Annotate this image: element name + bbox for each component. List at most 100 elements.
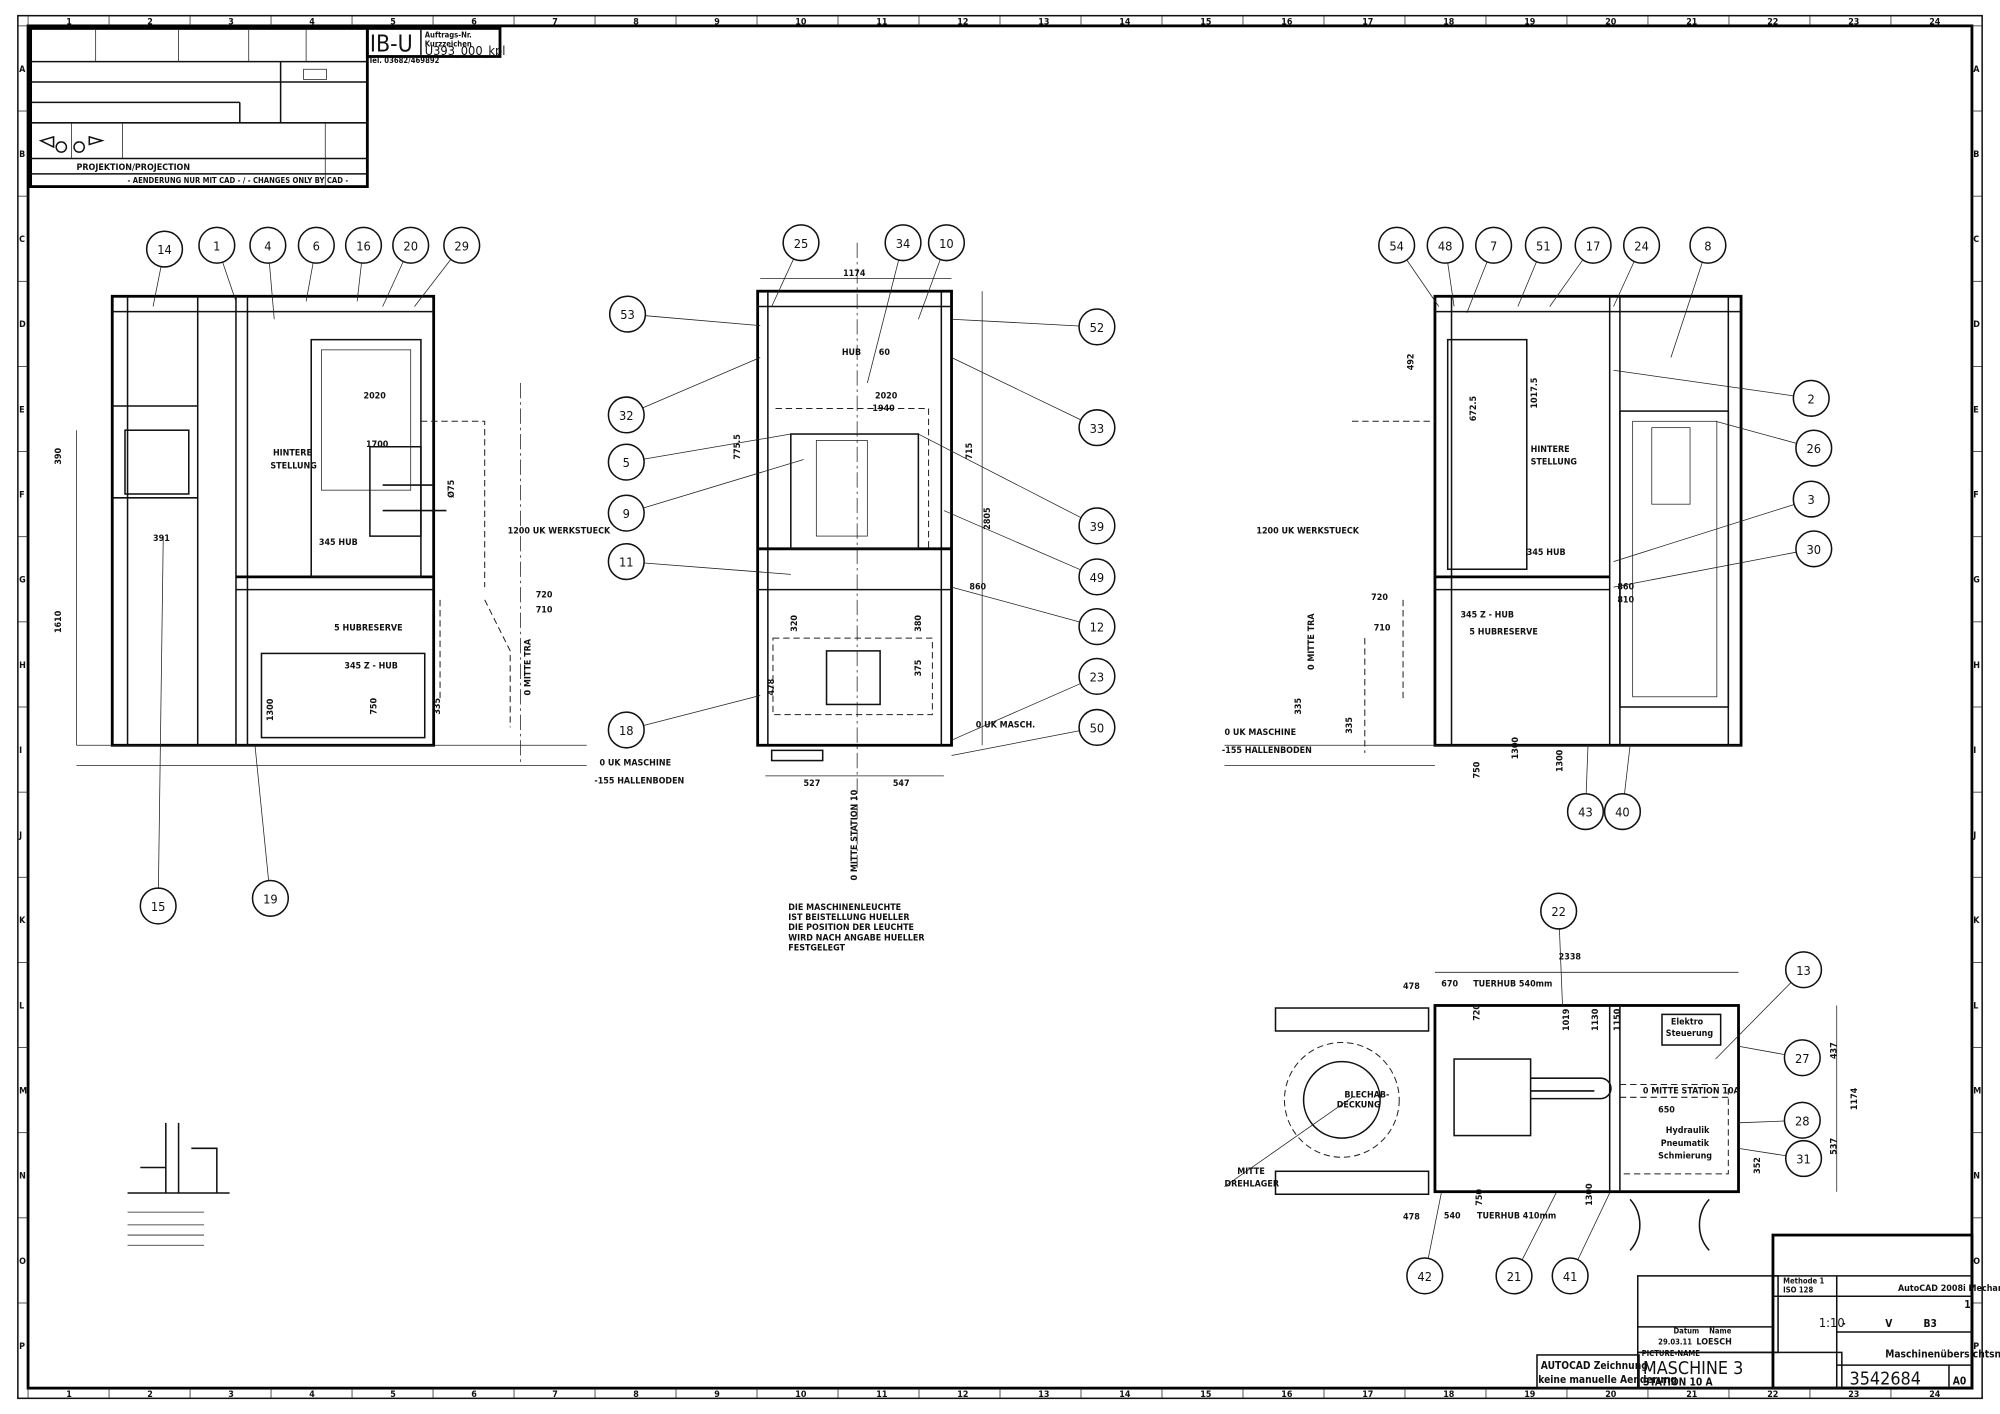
dimension-label: 710	[1374, 623, 1391, 633]
balloon-circle	[1792, 379, 1830, 417]
date: 29.03.11	[1658, 1338, 1692, 1347]
dimension-label: 1174	[843, 269, 866, 279]
dimension-label: 1019	[1562, 1008, 1572, 1031]
dimension-label: HINTERE	[273, 449, 312, 459]
dimension-label: 1017.5	[1530, 377, 1540, 408]
drawing-number: 3542684	[1849, 1368, 1920, 1389]
row-label: I	[1973, 746, 1976, 756]
row-label: G	[1973, 576, 1980, 586]
balloon-number: 43	[1578, 806, 1593, 821]
column-label: 1	[66, 18, 72, 28]
dimension-label: 0 UK MASCHINE	[1224, 728, 1296, 738]
balloon-circle	[344, 226, 383, 264]
balloon-53: 53	[608, 295, 761, 333]
balloon-27: 27	[1738, 1039, 1821, 1077]
dimension-label: 1200 UK WERKSTUECK	[1256, 527, 1359, 537]
balloon-number: 50	[1090, 722, 1105, 737]
balloon-circle	[607, 711, 645, 749]
row-label: H	[1973, 661, 1980, 671]
leader-line	[254, 746, 269, 881]
leader-line	[305, 262, 314, 302]
column-label: 16	[1281, 18, 1293, 28]
dimension-label: 715	[965, 442, 975, 459]
column-label: 8	[633, 1390, 639, 1400]
dimension-label: 720	[536, 590, 553, 600]
leader-line	[1738, 1120, 1785, 1124]
row-label: J	[18, 831, 22, 841]
dimension-label: DECKUNG	[1337, 1101, 1381, 1111]
leader-line	[643, 695, 761, 726]
dimension-label: 345 Z - HUB	[344, 662, 398, 672]
column-label: 12	[957, 1390, 968, 1400]
leader-line	[771, 258, 794, 307]
column-label: 3	[228, 1390, 234, 1400]
row-label: F	[1973, 490, 1978, 500]
dimension-label: 478	[767, 678, 777, 695]
dimension-label: 345 Z - HUB	[1460, 611, 1514, 621]
balloon-circle	[884, 224, 922, 262]
balloon-number: 14	[157, 243, 172, 258]
dimension-label: 2805	[983, 507, 993, 530]
leader-line	[951, 318, 1080, 327]
dimension-label: 2338	[1559, 953, 1582, 963]
balloon-22: 22	[1540, 892, 1578, 1006]
column-label: 13	[1038, 1390, 1049, 1400]
dimension-label: Steuerung	[1666, 1029, 1714, 1039]
balloon-circle	[1406, 1257, 1444, 1295]
balloon-28: 28	[1738, 1101, 1821, 1139]
note-line: IST BEISTELLUNG HUELLER	[788, 913, 910, 923]
balloon-circle	[145, 230, 184, 268]
leader-line	[152, 266, 162, 307]
balloon-number: 6	[313, 239, 320, 254]
balloon-circle	[927, 224, 966, 262]
balloon-circle	[1378, 226, 1416, 264]
dimension-label: 1610	[54, 610, 64, 633]
dimension-label: 650	[1658, 1106, 1675, 1116]
dimension-label: Schmierung	[1658, 1152, 1712, 1162]
autocad-note: AUTOCAD Zeichnung	[1541, 1361, 1648, 1372]
balloon-number: 8	[1704, 239, 1711, 254]
dimension-label: 0 MITTE STATION 10A	[1643, 1086, 1741, 1096]
balloon-circle	[443, 226, 481, 264]
dimension-label: 352	[1753, 1157, 1763, 1174]
note-line: WIRD NACH ANGABE HUELLER	[788, 933, 925, 943]
column-label: 4	[309, 1390, 315, 1400]
dimension-label: 0 MITTE TRA	[524, 638, 534, 695]
balloon-number: 18	[619, 724, 634, 739]
balloon-circle	[1795, 530, 1833, 568]
leader-line	[1521, 1192, 1557, 1261]
dimension-label: 860	[1617, 583, 1634, 593]
dimension-label: 5 HUBRESERVE	[334, 623, 402, 633]
row-label: D	[19, 320, 26, 330]
balloon-circle	[251, 879, 290, 917]
column-label: 7	[552, 18, 558, 28]
dimension-label: Pneumatik	[1661, 1139, 1710, 1149]
dimension-label: 810	[1617, 595, 1634, 605]
dimension-label: 1940	[872, 404, 895, 414]
row-label: E	[19, 405, 24, 415]
char: B3	[1923, 1319, 1936, 1330]
balloon-19: 19	[251, 746, 290, 917]
balloon-number: 54	[1389, 239, 1404, 254]
short-value: U393_000_kpl	[425, 44, 506, 59]
dimension-label: 335	[1345, 717, 1355, 734]
balloon-31: 31	[1738, 1139, 1823, 1178]
dimension-label: 1300	[1585, 1183, 1595, 1206]
column-label: 2	[147, 18, 153, 28]
row-label: A	[19, 65, 26, 75]
row-label: K	[19, 916, 26, 926]
balloon-number: 1	[213, 239, 220, 254]
leader-line	[943, 510, 1081, 571]
balloon-8: 8	[1670, 226, 1727, 358]
balloon-29: 29	[414, 226, 481, 307]
row-label: M	[1973, 1086, 1981, 1096]
balloon-circle	[1078, 558, 1116, 596]
column-label: 24	[1929, 1390, 1941, 1400]
leader-line	[1517, 261, 1537, 307]
dimension-label: DREHLAGER	[1224, 1180, 1279, 1190]
leader-line	[951, 730, 1080, 756]
balloon-circle	[1689, 226, 1727, 264]
balloon-circle	[1495, 1257, 1533, 1295]
balloon-1: 1	[198, 226, 237, 302]
column-label: 20	[1605, 1390, 1617, 1400]
